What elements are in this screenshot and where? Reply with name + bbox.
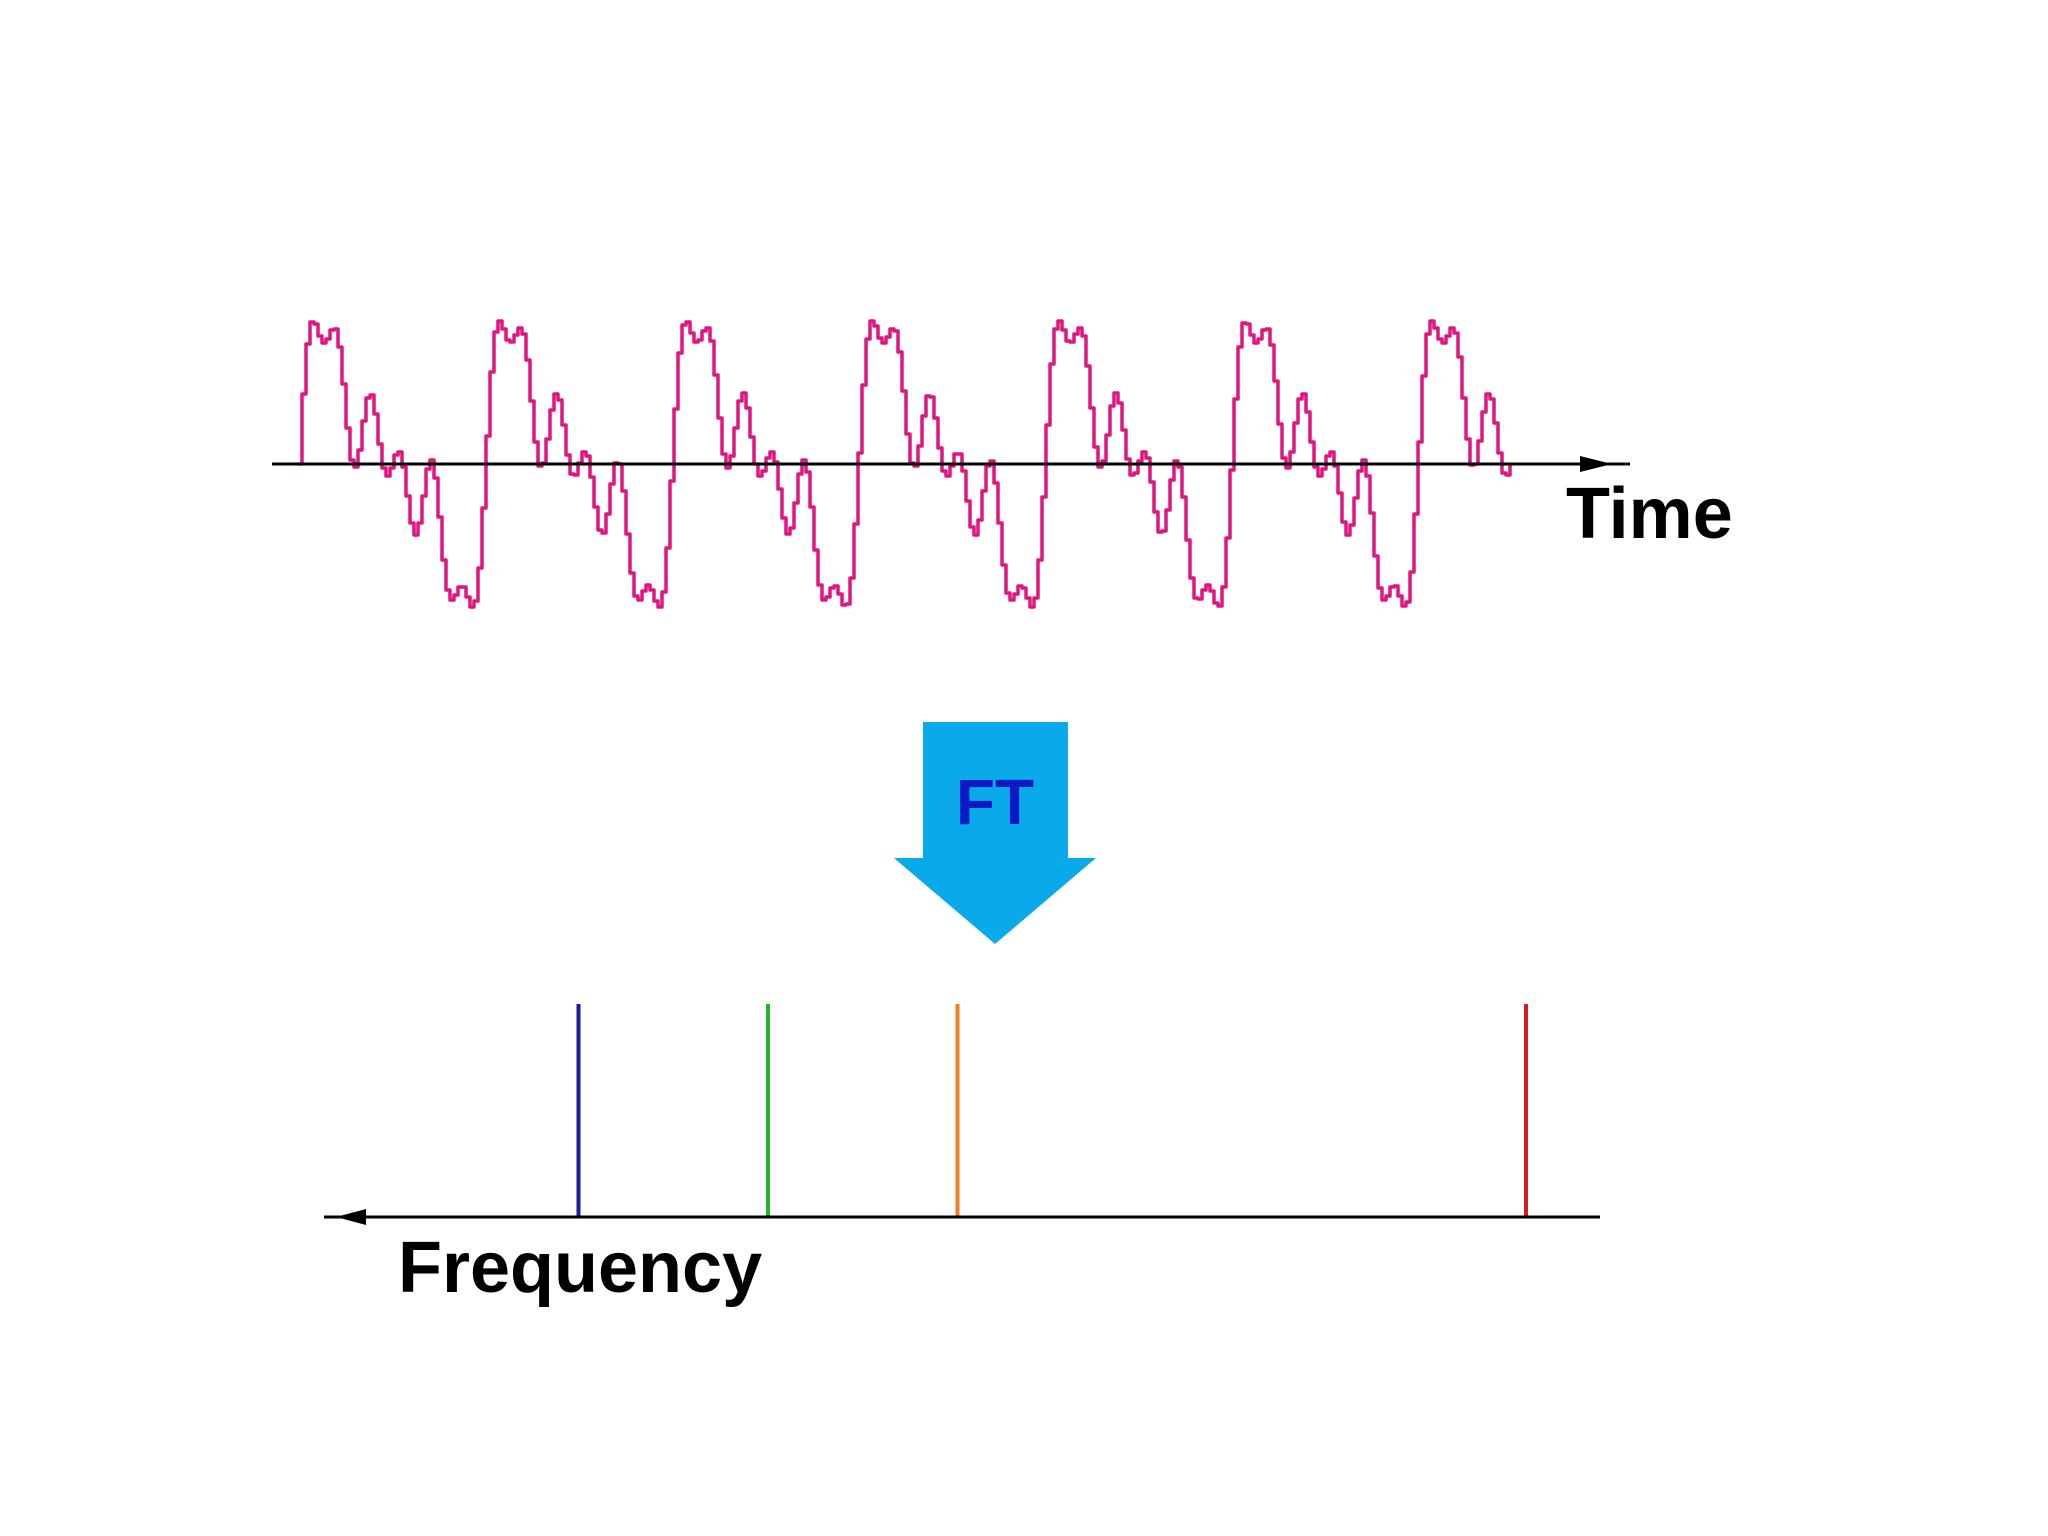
down-arrow-icon [894, 722, 1096, 944]
time-axis-label: Time [1566, 474, 1733, 554]
frequency-axis-label: Frequency [398, 1228, 762, 1308]
ft-label: FT [956, 766, 1034, 838]
time-domain-panel: Time [272, 319, 1733, 609]
signal-waveform [298, 319, 1512, 609]
frequency-domain-panel: Frequency [324, 1004, 1600, 1308]
fourier-transform-arrow: FT [894, 722, 1096, 944]
time-axis-arrowhead [1580, 456, 1612, 472]
frequency-axis-arrowhead [336, 1209, 366, 1225]
spectrum-peaks [576, 1004, 1528, 1217]
